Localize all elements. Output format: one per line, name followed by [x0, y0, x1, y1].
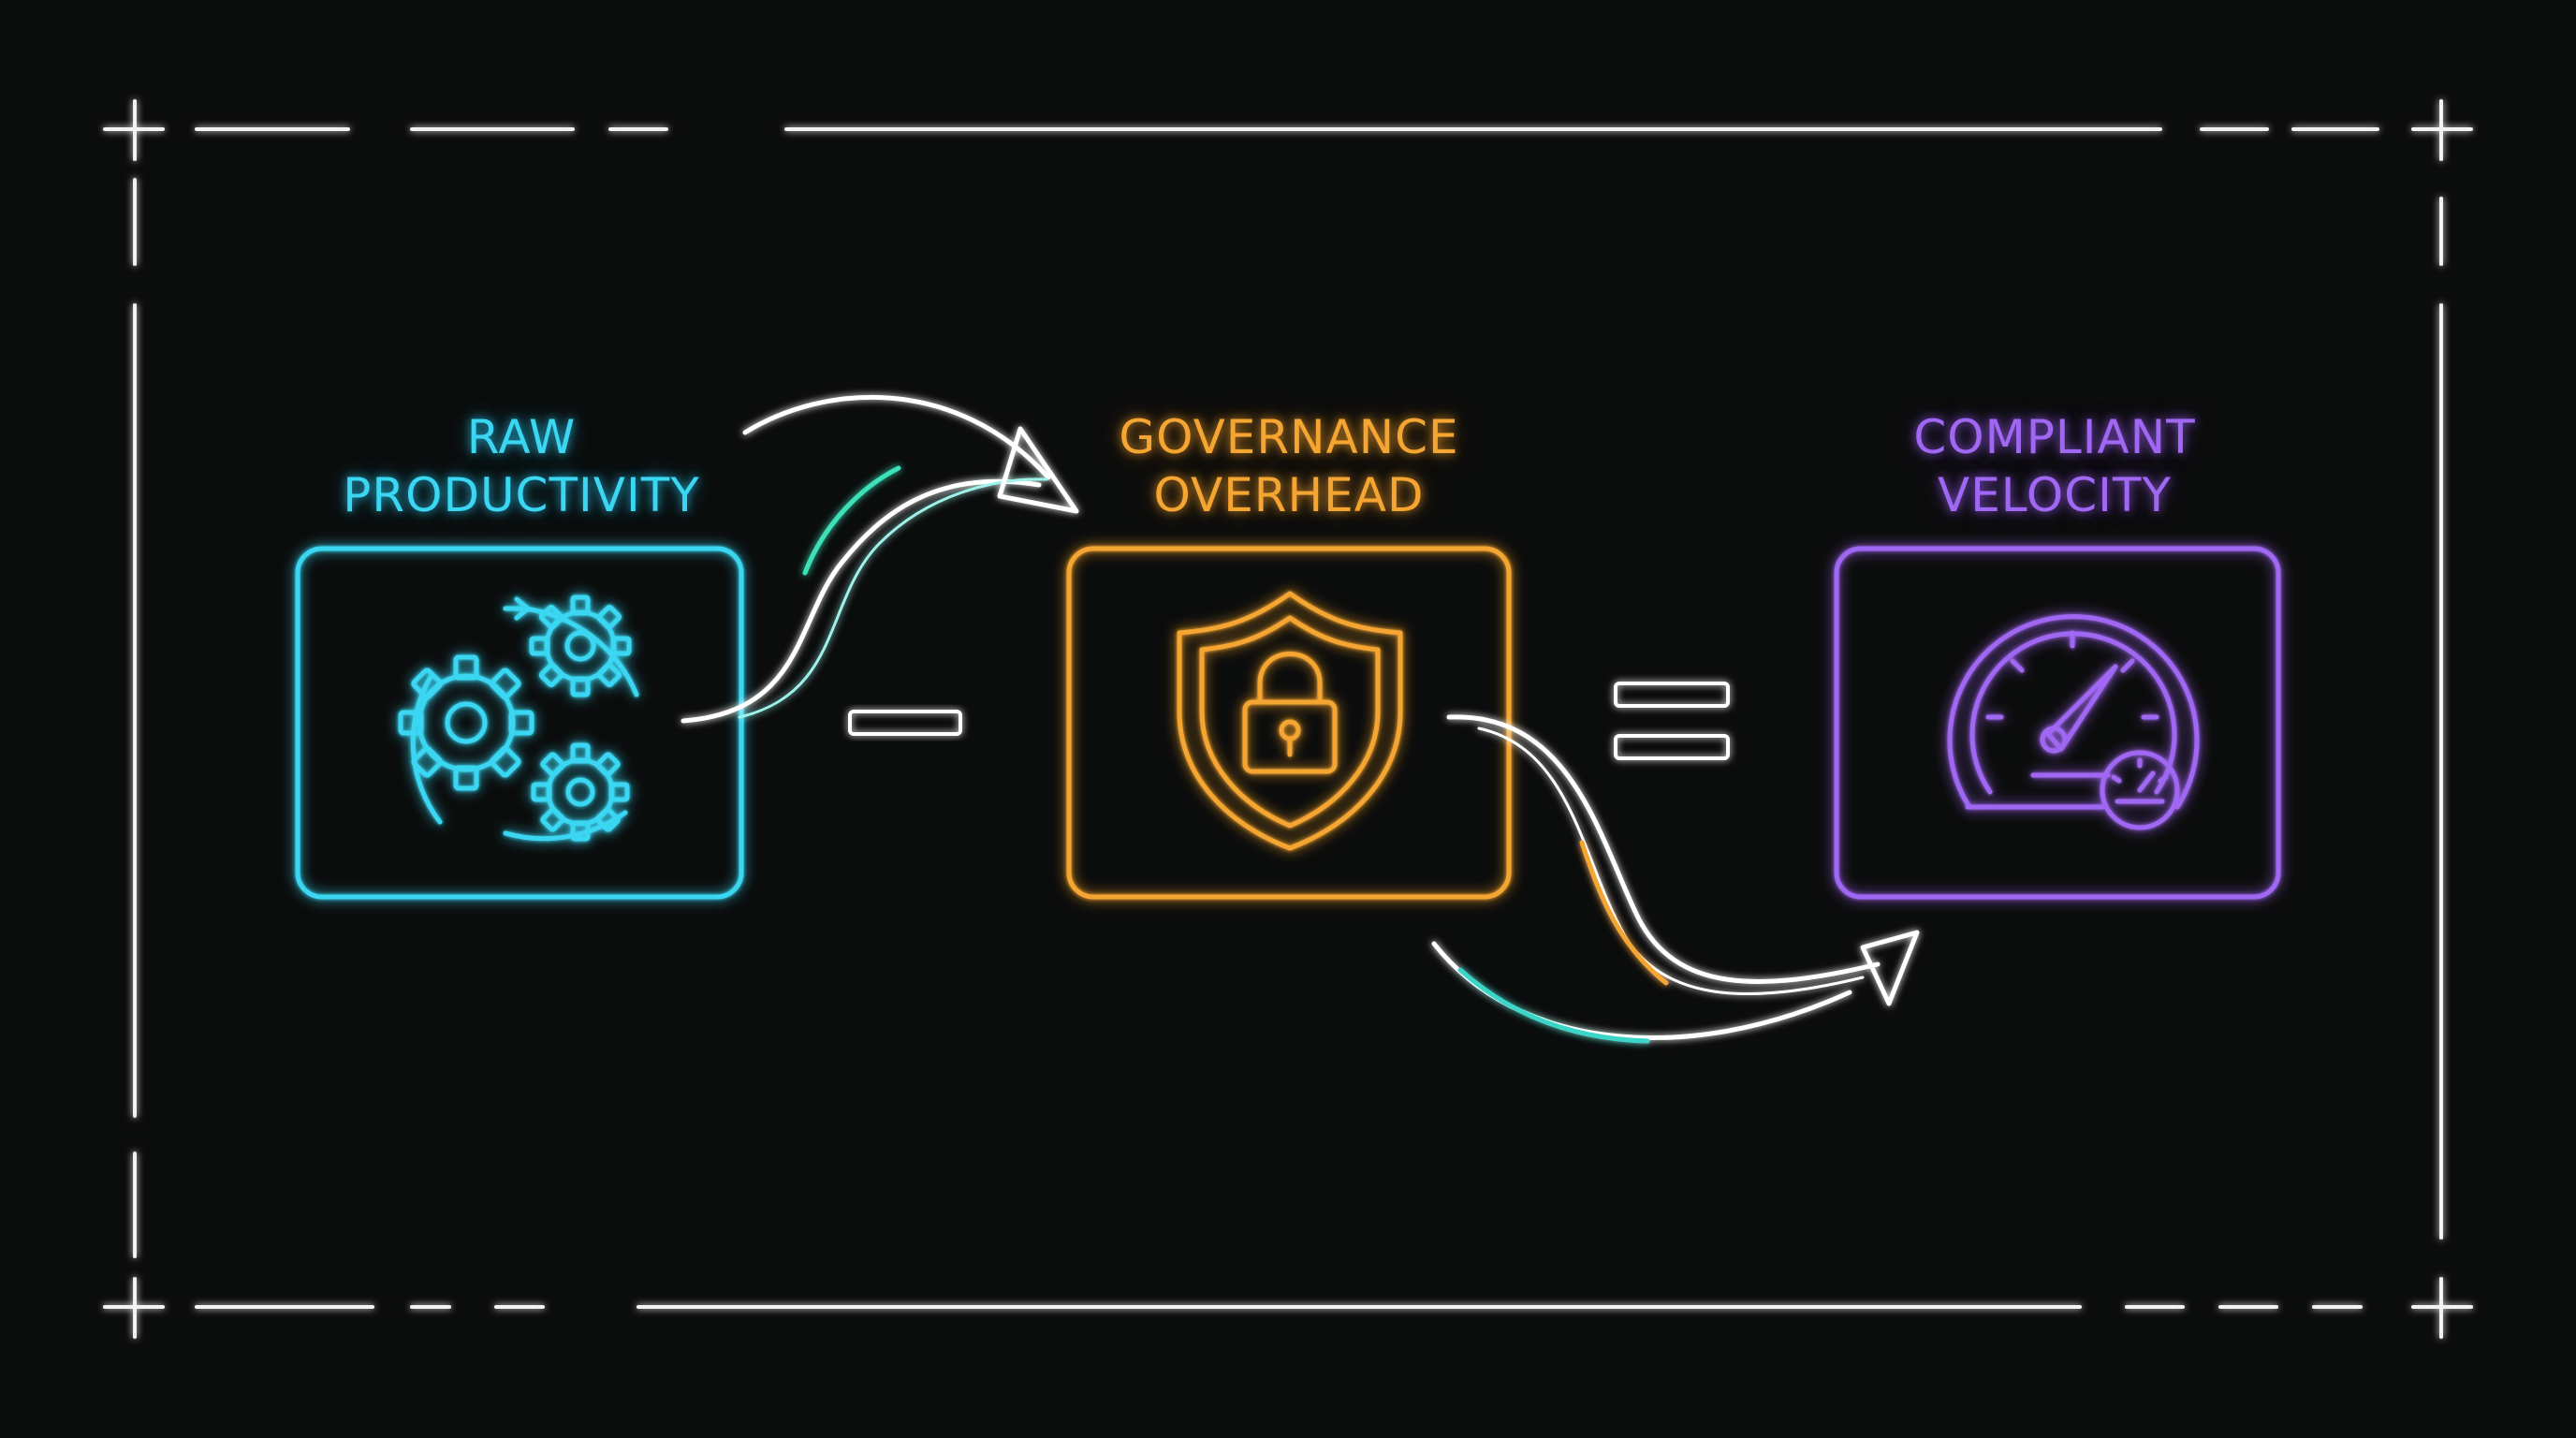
- compliant-velocity-label: COMPLIANT VELOCITY: [1793, 408, 2317, 524]
- governance-overhead-label: GOVERNANCE OVERHEAD: [1027, 408, 1551, 524]
- flow-arrow-governance-to-velocity: [1431, 714, 1920, 1044]
- gears-icon: [398, 594, 639, 842]
- compliant-velocity-line1: COMPLIANT: [1913, 410, 2196, 464]
- compliant-velocity-line2: VELOCITY: [1938, 468, 2172, 522]
- governance-overhead-box: [1066, 546, 1512, 900]
- shield-lock-icon: [1177, 591, 1403, 851]
- raw-productivity-line1: RAW: [466, 410, 577, 464]
- compliant-velocity-box: [1834, 546, 2281, 900]
- speedometer-icon: [1947, 614, 2200, 830]
- equals-icon: [1614, 682, 1730, 760]
- governance-overhead-line1: GOVERNANCE: [1119, 410, 1459, 464]
- governance-overhead-line2: OVERHEAD: [1153, 468, 1425, 522]
- raw-productivity-label: RAW PRODUCTIVITY: [259, 408, 783, 524]
- raw-productivity-box: [295, 546, 744, 900]
- raw-productivity-line2: PRODUCTIVITY: [343, 468, 700, 522]
- dashed-frame: [103, 99, 2473, 1339]
- flow-arrow-raw-to-governance: [681, 394, 1079, 724]
- minus-icon: [848, 710, 962, 736]
